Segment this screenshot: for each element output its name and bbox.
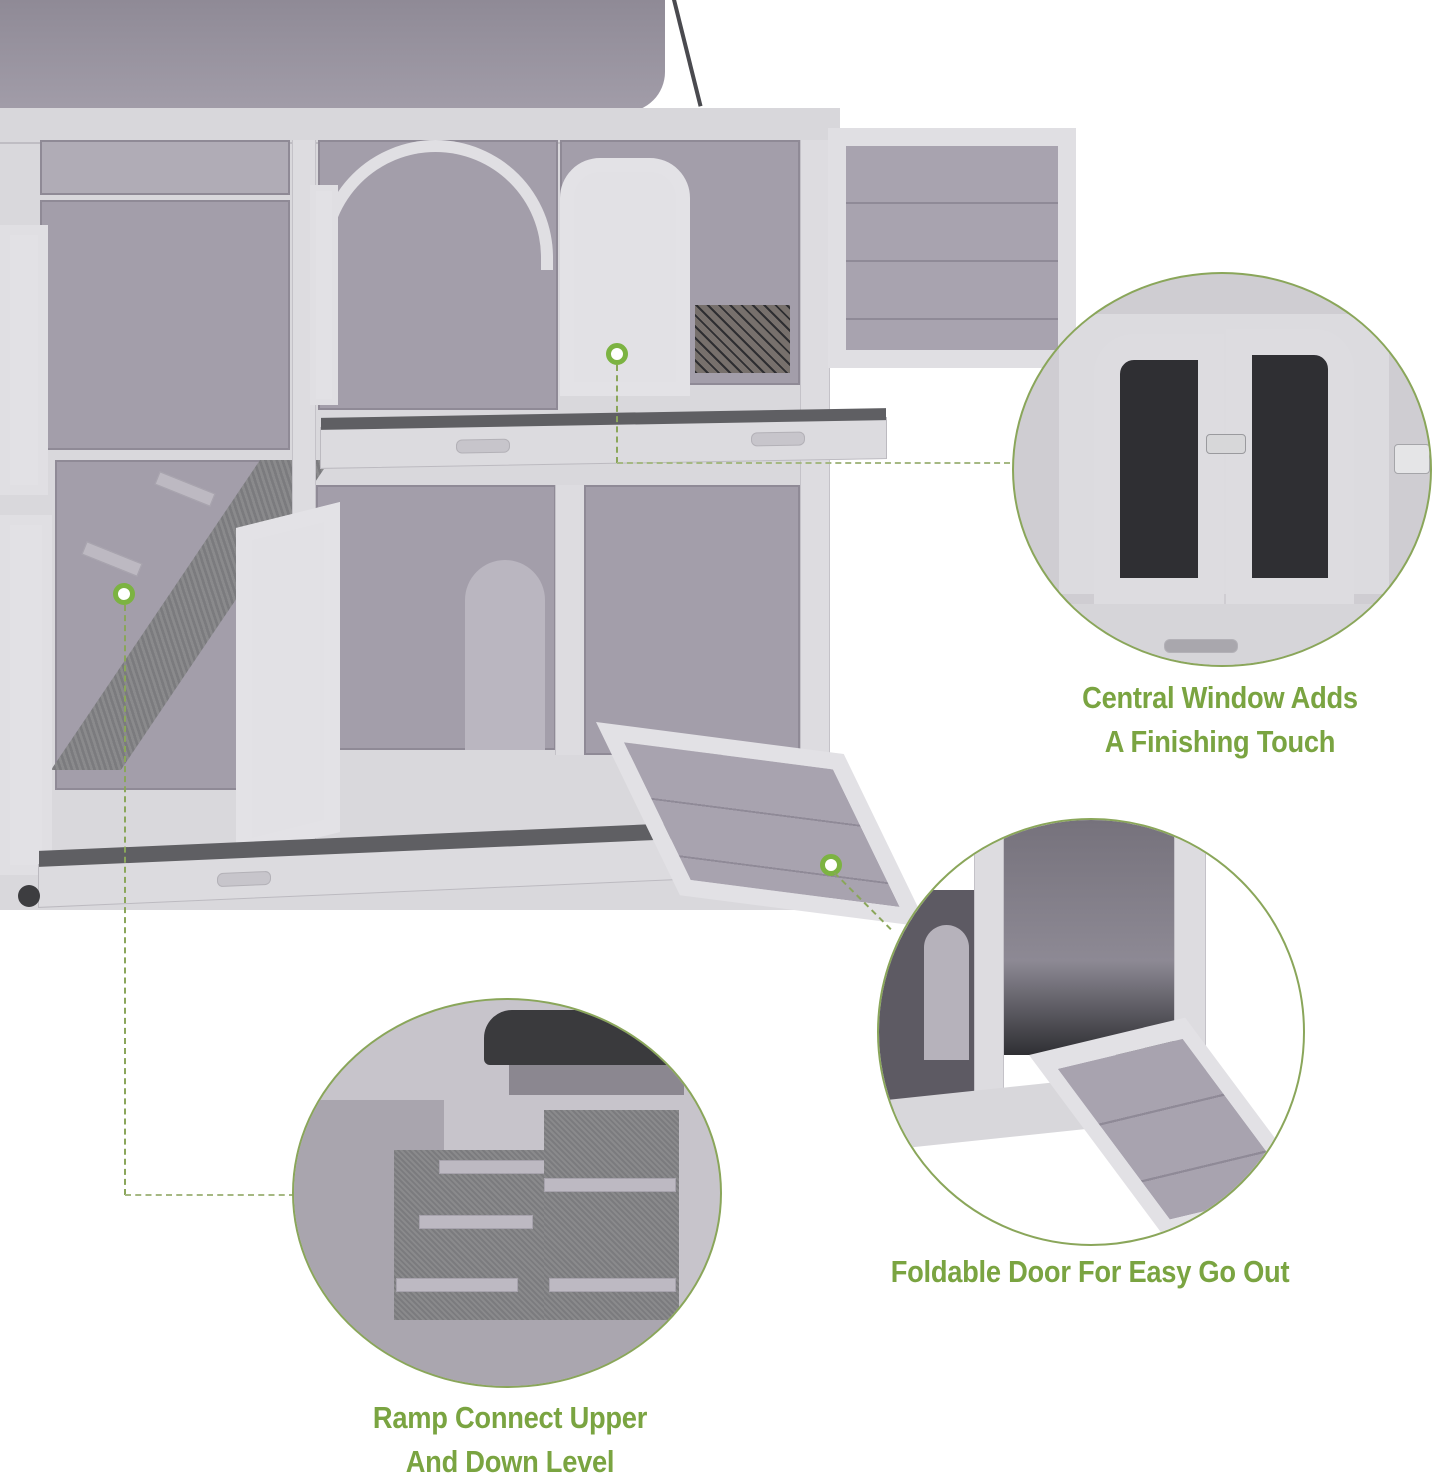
caption-central-window: Central Window Adds A Finishing Touch bbox=[1035, 676, 1405, 764]
caption-line-1: Ramp Connect Upper bbox=[372, 1400, 648, 1435]
marker-central-window bbox=[606, 343, 628, 365]
caption-ramp: Ramp Connect Upper And Down Level bbox=[316, 1396, 703, 1484]
side-latch-icon bbox=[1394, 444, 1430, 474]
upper-left-shelf-bay bbox=[40, 140, 290, 195]
partition-arch bbox=[465, 560, 545, 750]
upper-right-open-door bbox=[828, 128, 1076, 368]
window-base bbox=[1014, 604, 1430, 665]
inset-ramp-step bbox=[396, 1278, 518, 1292]
marker-ramp bbox=[113, 583, 135, 605]
inset-partition bbox=[924, 925, 969, 1060]
inset-left-ramp bbox=[394, 1150, 544, 1320]
hay-feeder bbox=[695, 305, 790, 373]
lower-mesh-door bbox=[236, 502, 340, 858]
tray-handle bbox=[456, 438, 510, 454]
upper-center-mesh-door bbox=[560, 158, 690, 396]
caster-wheel bbox=[18, 885, 40, 907]
inset-ramp-step bbox=[544, 1178, 676, 1192]
inset-foldable-door bbox=[877, 818, 1305, 1246]
upper-small-mesh-door bbox=[310, 185, 338, 405]
marker-foldable-door bbox=[820, 854, 842, 876]
inset-platform-edge bbox=[509, 1065, 684, 1095]
top-frame bbox=[0, 108, 840, 144]
open-roof bbox=[0, 0, 665, 112]
inset-compartment-right bbox=[1004, 820, 1174, 1055]
inset-ramp-step bbox=[439, 1160, 546, 1174]
hutch-photo bbox=[0, 0, 1090, 960]
window-left-door bbox=[1094, 334, 1224, 604]
caption-line-1: Central Window Adds bbox=[1082, 680, 1358, 715]
caption-line-2: A Finishing Touch bbox=[1104, 724, 1336, 759]
lower-center-post bbox=[555, 485, 585, 755]
inset-ramp-step bbox=[419, 1215, 533, 1229]
inset-ramp bbox=[292, 998, 722, 1388]
roof-support-strut bbox=[672, 0, 703, 107]
caption-line-2: And Down Level bbox=[405, 1444, 615, 1479]
caption-line-1: Foldable Door For Easy Go Out bbox=[890, 1254, 1290, 1289]
connector-ramp-horizontal bbox=[125, 1194, 295, 1196]
inset-central-window bbox=[1012, 272, 1432, 667]
tray-handle bbox=[751, 431, 805, 447]
left-side-mesh-door-lower bbox=[0, 515, 52, 875]
inset-upper-platform bbox=[484, 1010, 684, 1065]
inset-ramp-step bbox=[549, 1278, 676, 1292]
tray-handle bbox=[217, 870, 271, 888]
left-side-mesh-door-upper bbox=[0, 225, 48, 495]
connector-ramp-vertical bbox=[124, 605, 126, 1195]
window-right-door bbox=[1226, 329, 1354, 604]
lower-right-compartment bbox=[584, 485, 800, 755]
connector-central-window-horizontal bbox=[617, 462, 1010, 464]
upper-left-compartment bbox=[40, 200, 290, 450]
inset-right-ramp bbox=[544, 1110, 679, 1335]
tray-handle bbox=[1164, 639, 1238, 653]
connector-central-window-vertical bbox=[616, 365, 618, 463]
inset-floor bbox=[294, 1320, 720, 1386]
inset-post bbox=[974, 820, 1004, 1105]
latch-icon bbox=[1206, 434, 1246, 454]
caption-foldable-door: Foldable Door For Easy Go Out bbox=[870, 1250, 1310, 1294]
